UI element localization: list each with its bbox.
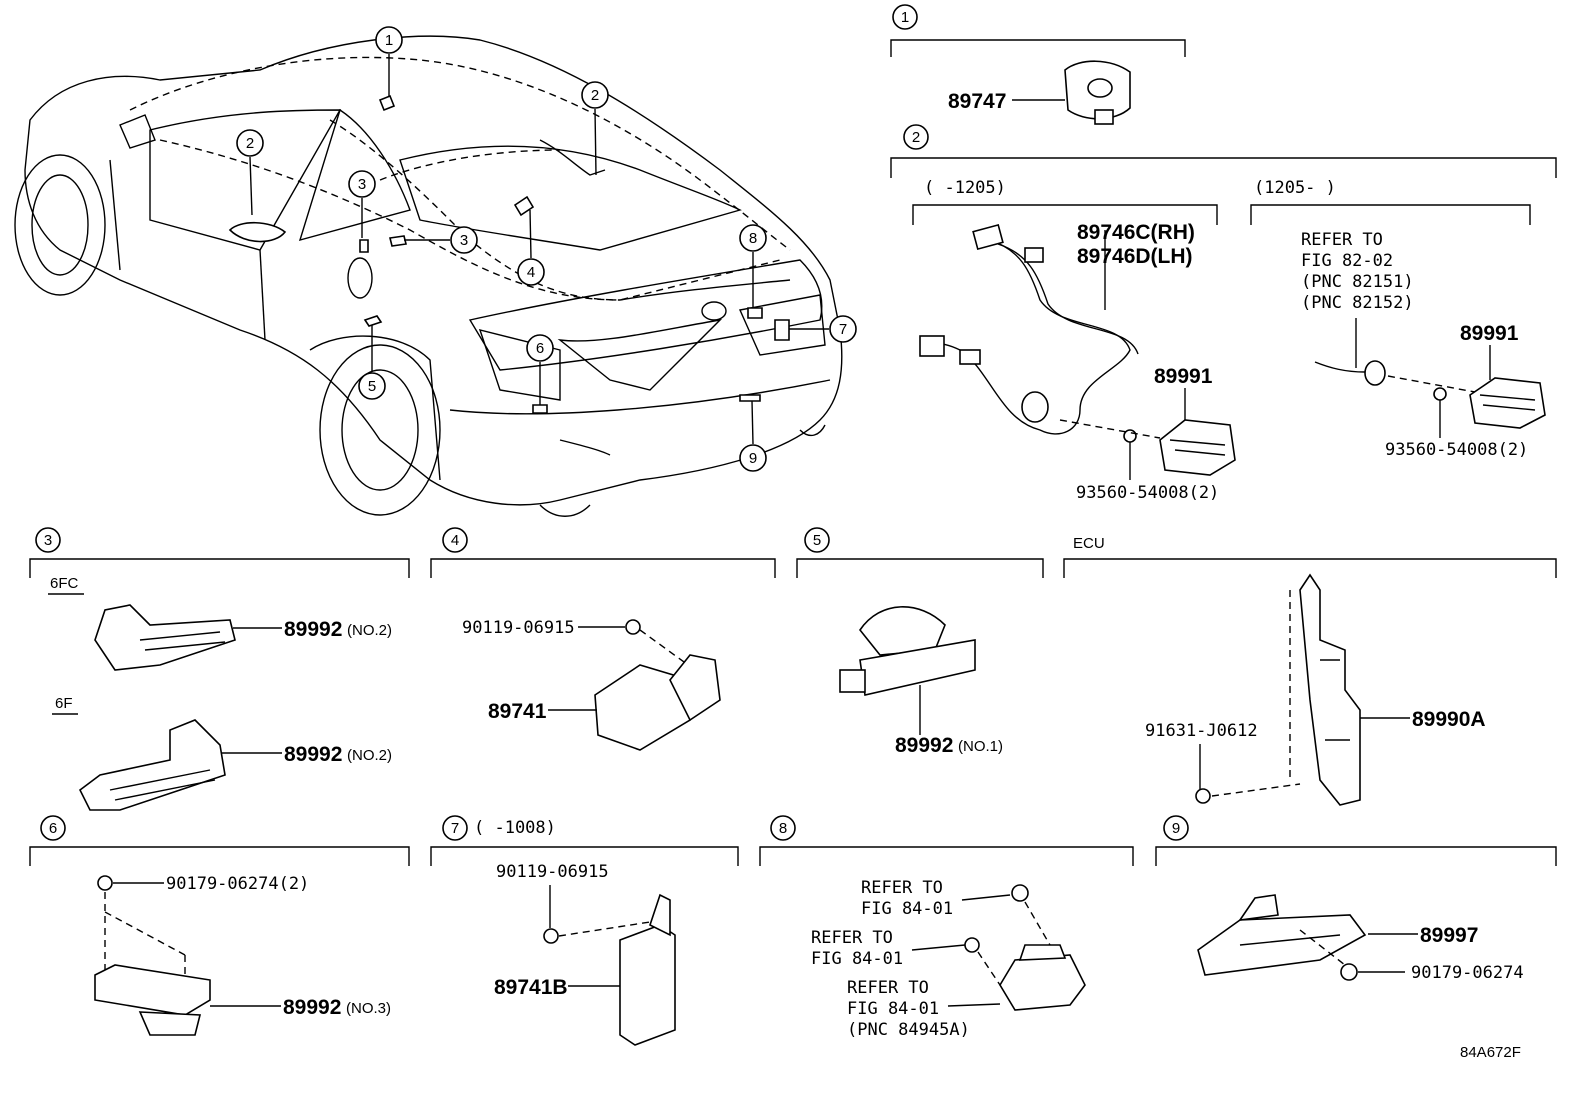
car-illustration: [14, 35, 843, 517]
refer-84-01-b-line-1: REFER TO: [811, 928, 893, 948]
section-2-left-range: ( -1205): [924, 178, 1006, 198]
nut-90179-06274-label: 90179-06274: [1411, 963, 1524, 983]
section-7-range: ( -1008): [474, 818, 556, 838]
part-89992-no2-b-label: 89992: [284, 743, 342, 766]
section-7: 7 ( -1008) 90119-06915 89741B: [430, 815, 739, 1046]
part-89741B-label: 89741B: [494, 976, 568, 999]
part-89997-label: 89997: [1420, 924, 1478, 947]
part-89992-no2-a-label: 89992: [284, 618, 342, 641]
section-4: 4 90119-06915 89741: [430, 527, 776, 751]
section-ecu: ECU 89990A 91631-J0612: [1063, 535, 1557, 806]
part-89992-no2-b-note: (NO.2): [347, 747, 392, 764]
refer-84-01-c-line-2: FIG 84-01: [847, 999, 939, 1019]
part-89992-no1-note: (NO.1): [958, 738, 1003, 755]
bolt-90119-06915-a-label: 90119-06915: [462, 618, 575, 638]
section-8: 8 REFER TO FIG 84-01 REFER TO FIG 84-01 …: [759, 815, 1134, 1040]
figure-code: 84A672F: [1460, 1044, 1521, 1061]
callout-3b: 3: [460, 232, 468, 249]
refer-82-02-line-2: FIG 82-02: [1301, 251, 1393, 271]
section-6: 6 90179-06274(2) 89992 (NO.3): [29, 815, 410, 1036]
callout-5: 5: [368, 378, 376, 395]
part-89991-left-label: 89991: [1154, 365, 1213, 388]
part-89992-no2-a-note: (NO.2): [347, 622, 392, 639]
part-89741-label: 89741: [488, 700, 547, 723]
section-8-number: 8: [779, 820, 787, 837]
variant-6F-label: 6F: [55, 695, 73, 712]
callout-2b: 2: [246, 135, 254, 152]
section-9-number: 9: [1172, 820, 1180, 837]
part-89992-no1-label: 89992: [895, 734, 953, 757]
part-89991-right-label: 89991: [1460, 322, 1519, 345]
callout-8: 8: [749, 230, 757, 247]
variant-6FC-label: 6FC: [50, 575, 79, 592]
part-89992-no3-label: 89992: [283, 996, 341, 1019]
section-6-number: 6: [49, 820, 57, 837]
section-2-number: 2: [912, 129, 920, 146]
section-2: 2 ( -1205) (1205- ) 89746C(RH) 89746D(LH…: [890, 124, 1557, 503]
refer-84-01-a-line-2: FIG 84-01: [861, 899, 953, 919]
refer-84-01-c-line-3: (PNC 84945A): [847, 1020, 970, 1040]
screw-left-label: 93560-54008(2): [1076, 483, 1219, 503]
part-89747-label: 89747: [948, 90, 1006, 113]
part-89746C-label: 89746C(RH): [1077, 221, 1195, 244]
refer-82-02-line-3: (PNC 82151): [1301, 272, 1414, 292]
callout-2a: 2: [591, 87, 599, 104]
section-5-number: 5: [813, 532, 821, 549]
section-3-number: 3: [44, 532, 52, 549]
nut-90179-06274-2-label: 90179-06274(2): [166, 874, 309, 894]
part-89992-no3-note: (NO.3): [346, 1000, 391, 1017]
callout-4: 4: [527, 264, 535, 281]
callout-1: 1: [385, 32, 393, 49]
part-89990A-label: 89990A: [1412, 708, 1486, 731]
screw-right-label: 93560-54008(2): [1385, 440, 1528, 460]
section-9: 9 89997 90179-06274: [1155, 815, 1557, 983]
section-4-number: 4: [451, 532, 459, 549]
part-89746D-label: 89746D(LH): [1077, 245, 1193, 268]
refer-82-02-line-4: (PNC 82152): [1301, 293, 1414, 313]
callout-6: 6: [536, 340, 544, 357]
bolt-90119-06915-b-label: 90119-06915: [496, 862, 609, 882]
callout-9: 9: [749, 450, 757, 467]
refer-82-02-line-1: REFER TO: [1301, 230, 1383, 250]
refer-84-01-b-line-2: FIG 84-01: [811, 949, 903, 969]
car-callouts: 1 2 2 3 3 4 5 6 7 8 9: [236, 26, 857, 472]
bolt-91631-J0612-label: 91631-J0612: [1145, 721, 1258, 741]
section-5: 5 89992 (NO.1): [796, 527, 1044, 757]
section-7-number: 7: [451, 820, 459, 837]
refer-84-01-c-line-1: REFER TO: [847, 978, 929, 998]
section-3: 3 6FC 89992 (NO.2) 6F 89992 (NO.2): [29, 527, 410, 811]
callout-7: 7: [839, 321, 847, 338]
callout-3a: 3: [358, 176, 366, 193]
section-2-right-range: (1205- ): [1254, 178, 1336, 198]
section-1-number: 1: [901, 9, 909, 26]
section-1: 1 89747: [890, 4, 1186, 125]
ecu-label: ECU: [1073, 535, 1105, 552]
refer-84-01-a-line-1: REFER TO: [861, 878, 943, 898]
